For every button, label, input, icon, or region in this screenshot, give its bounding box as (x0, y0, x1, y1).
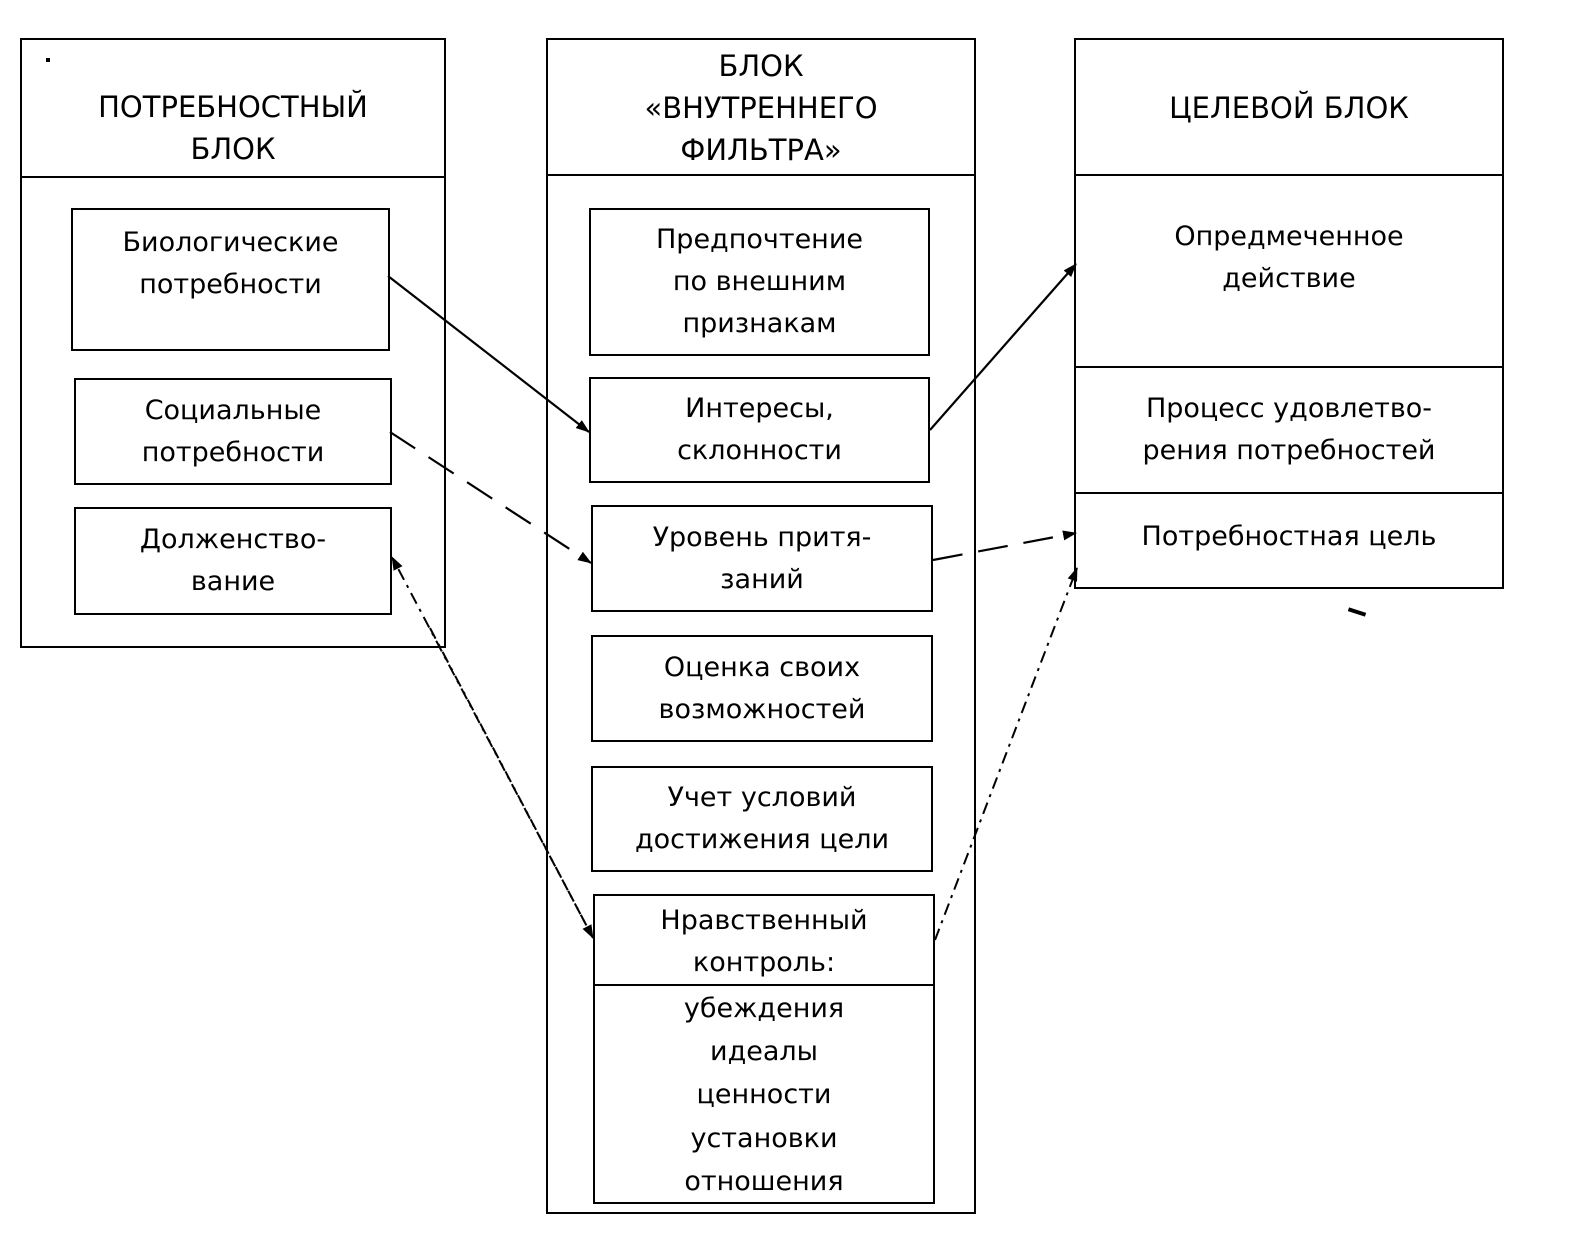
arrow-interests-to-action (929, 263, 1077, 431)
aspiration-level-box: Уровень притя- заний (591, 505, 933, 612)
duty-box: Долженство- вание (74, 507, 392, 615)
goal-block-title: ЦЕЛЕВОЙ БЛОК (1169, 90, 1409, 125)
moral-control-box (593, 894, 935, 1204)
moral-control-title: Нравственный контроль: (660, 905, 868, 978)
interests-box: Интересы, склонности (589, 377, 930, 483)
speck (46, 58, 50, 62)
social-needs-box: Социальные потребности (74, 378, 392, 485)
arrow-moral-to-duty (391, 556, 594, 939)
goal-block-divider-2 (1074, 366, 1502, 368)
needs-block-divider (20, 176, 444, 178)
filter-block-title: БЛОК «ВНУТРЕННЕГО ФИЛЬТРА» (644, 48, 878, 168)
moral-control-divider (595, 984, 933, 986)
needs-block-title: ПОТРЕБНОСТНЫЙ БЛОК (98, 89, 368, 166)
goal-block-divider-3 (1074, 492, 1502, 494)
filter-block (546, 38, 976, 1214)
conditions-box: Учет условий достижения цели (591, 766, 933, 872)
arrow-duty-to-moral (429, 627, 594, 939)
satisfaction-process-cell: Процесс удовлетво- рения потребностей (1142, 393, 1436, 466)
self-assessment-box: Оценка своих возможностей (591, 635, 933, 742)
need-goal-cell: Потребностная цель (1141, 521, 1437, 552)
arrow-biological-to-interests (387, 275, 590, 433)
goal-block (1074, 38, 1504, 589)
filter-block-divider (546, 174, 974, 176)
biological-needs-box: Биологические потребности (71, 208, 390, 351)
arrow-social-to-aspiration (389, 431, 592, 564)
goal-block-divider-1 (1074, 174, 1502, 176)
arrow-aspiration-to-goal (932, 530, 1077, 562)
objectified-action-cell: Опредмеченное действие (1174, 221, 1404, 294)
needs-block (20, 38, 446, 648)
arrow-moral-to-goal (934, 567, 1078, 941)
external-preference-box: Предпочтение по внешним признакам (589, 208, 930, 356)
moral-control-items: убеждения идеалы ценности установки отно… (683, 993, 845, 1197)
